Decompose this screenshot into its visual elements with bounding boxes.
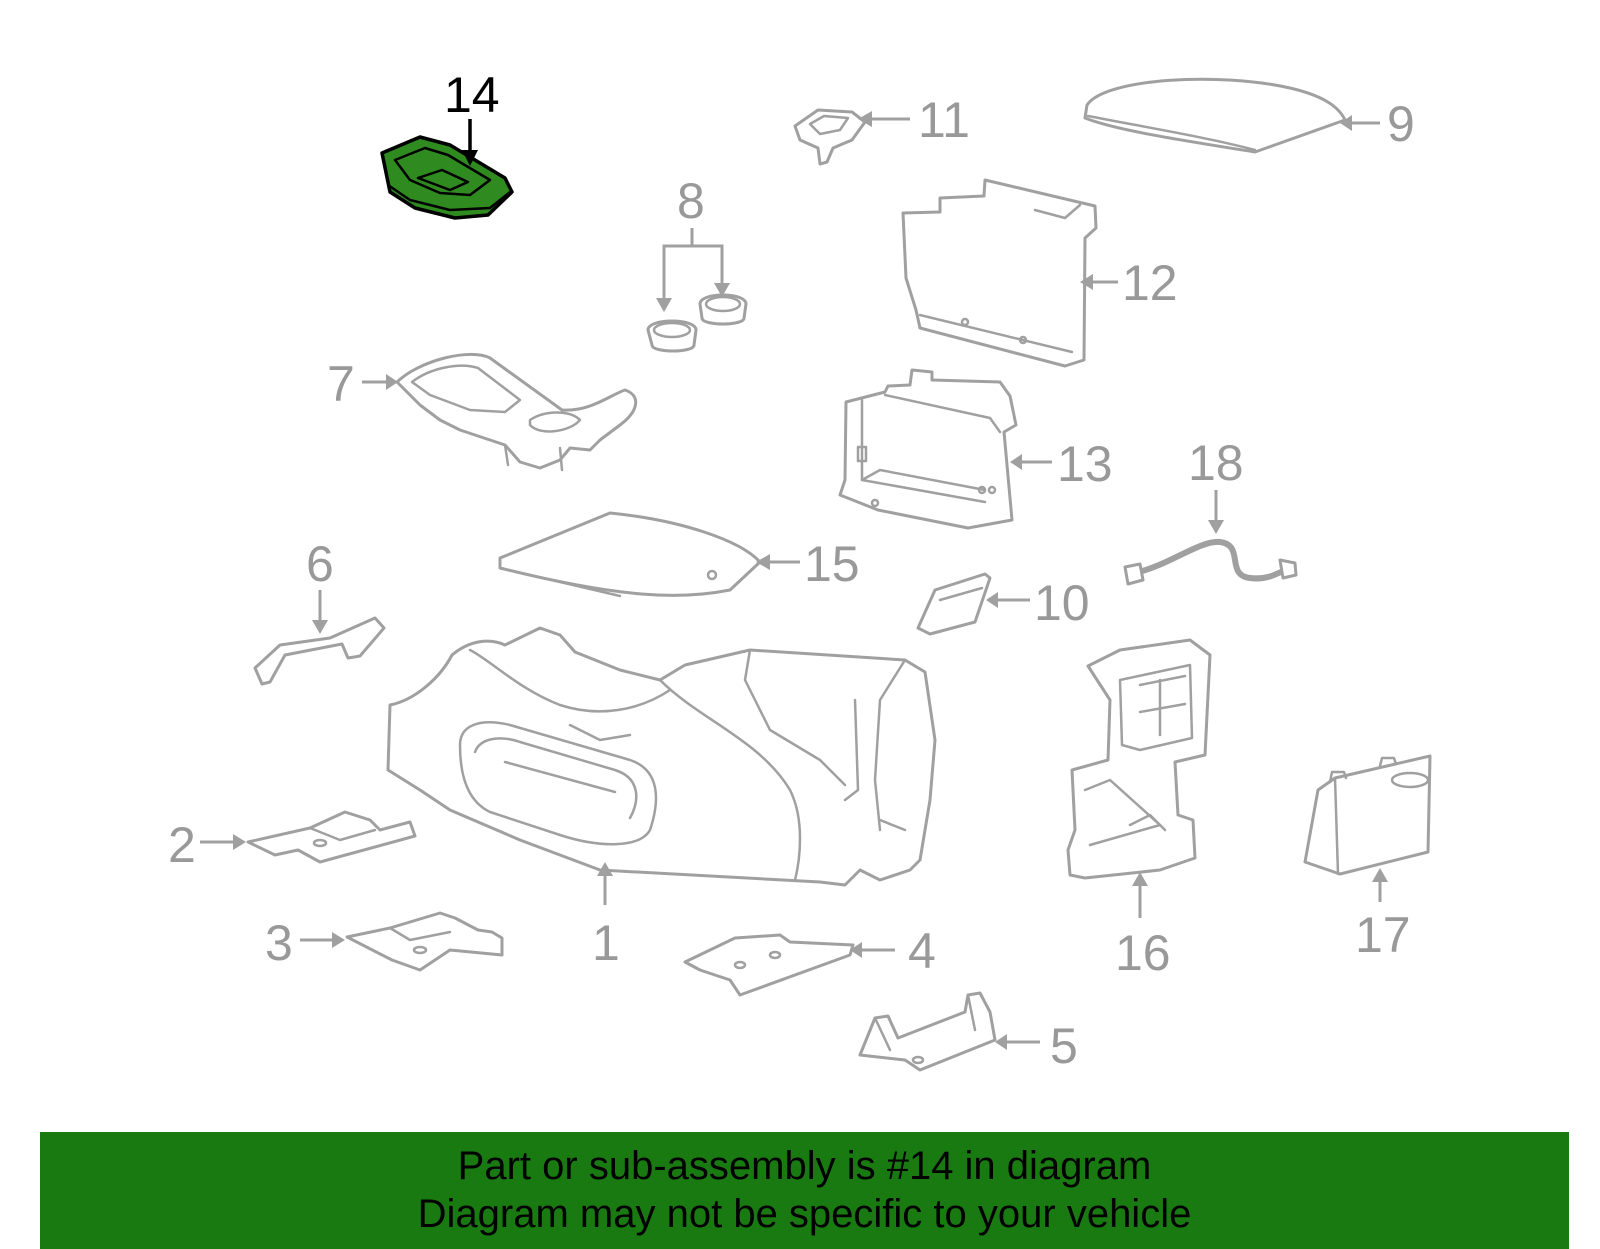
part-6 (253, 616, 386, 686)
part-11 (793, 108, 867, 166)
callout-8: 8 (677, 173, 705, 229)
part-15 (498, 511, 762, 598)
part-5 (858, 991, 997, 1072)
part-16 (1066, 638, 1212, 880)
callout-13: 13 (1057, 436, 1113, 492)
callout-9: 9 (1387, 96, 1415, 152)
banner-line-2: Diagram may not be specific to your vehi… (417, 1192, 1192, 1236)
callout-10: 10 (1034, 575, 1090, 631)
part-8-grommet-a (646, 319, 698, 353)
callout-3: 3 (265, 915, 293, 971)
callout-18: 18 (1188, 435, 1244, 491)
part-18-cable (1123, 538, 1298, 586)
part-9 (1083, 77, 1347, 154)
callout-11: 11 (918, 92, 970, 148)
callout-7: 7 (327, 356, 355, 412)
info-banner: Part or sub-assembly is #14 in diagram D… (40, 1132, 1569, 1249)
part-1 (386, 626, 937, 887)
callout-5: 5 (1050, 1018, 1078, 1074)
part-17 (1303, 754, 1432, 876)
part-12 (901, 178, 1098, 368)
part-7 (395, 352, 638, 472)
part-13 (838, 368, 1018, 530)
part-3 (345, 911, 504, 972)
part-10 (916, 572, 992, 636)
callout-1: 1 (592, 915, 620, 971)
callout-4: 4 (908, 923, 936, 979)
part-8-grommet-b (698, 293, 748, 326)
banner-line-1: Part or sub-assembly is #14 in diagram (457, 1144, 1152, 1188)
callout-2: 2 (168, 817, 196, 873)
callout-6: 6 (306, 536, 334, 592)
callout-12: 12 (1122, 255, 1178, 311)
part-14[interactable] (380, 135, 514, 220)
part-4 (683, 933, 855, 997)
part-2 (246, 810, 417, 864)
callout-14: 14 (444, 67, 500, 123)
callout-16: 16 (1115, 925, 1171, 981)
callout-17: 17 (1355, 907, 1411, 963)
callout-15: 15 (804, 536, 860, 592)
